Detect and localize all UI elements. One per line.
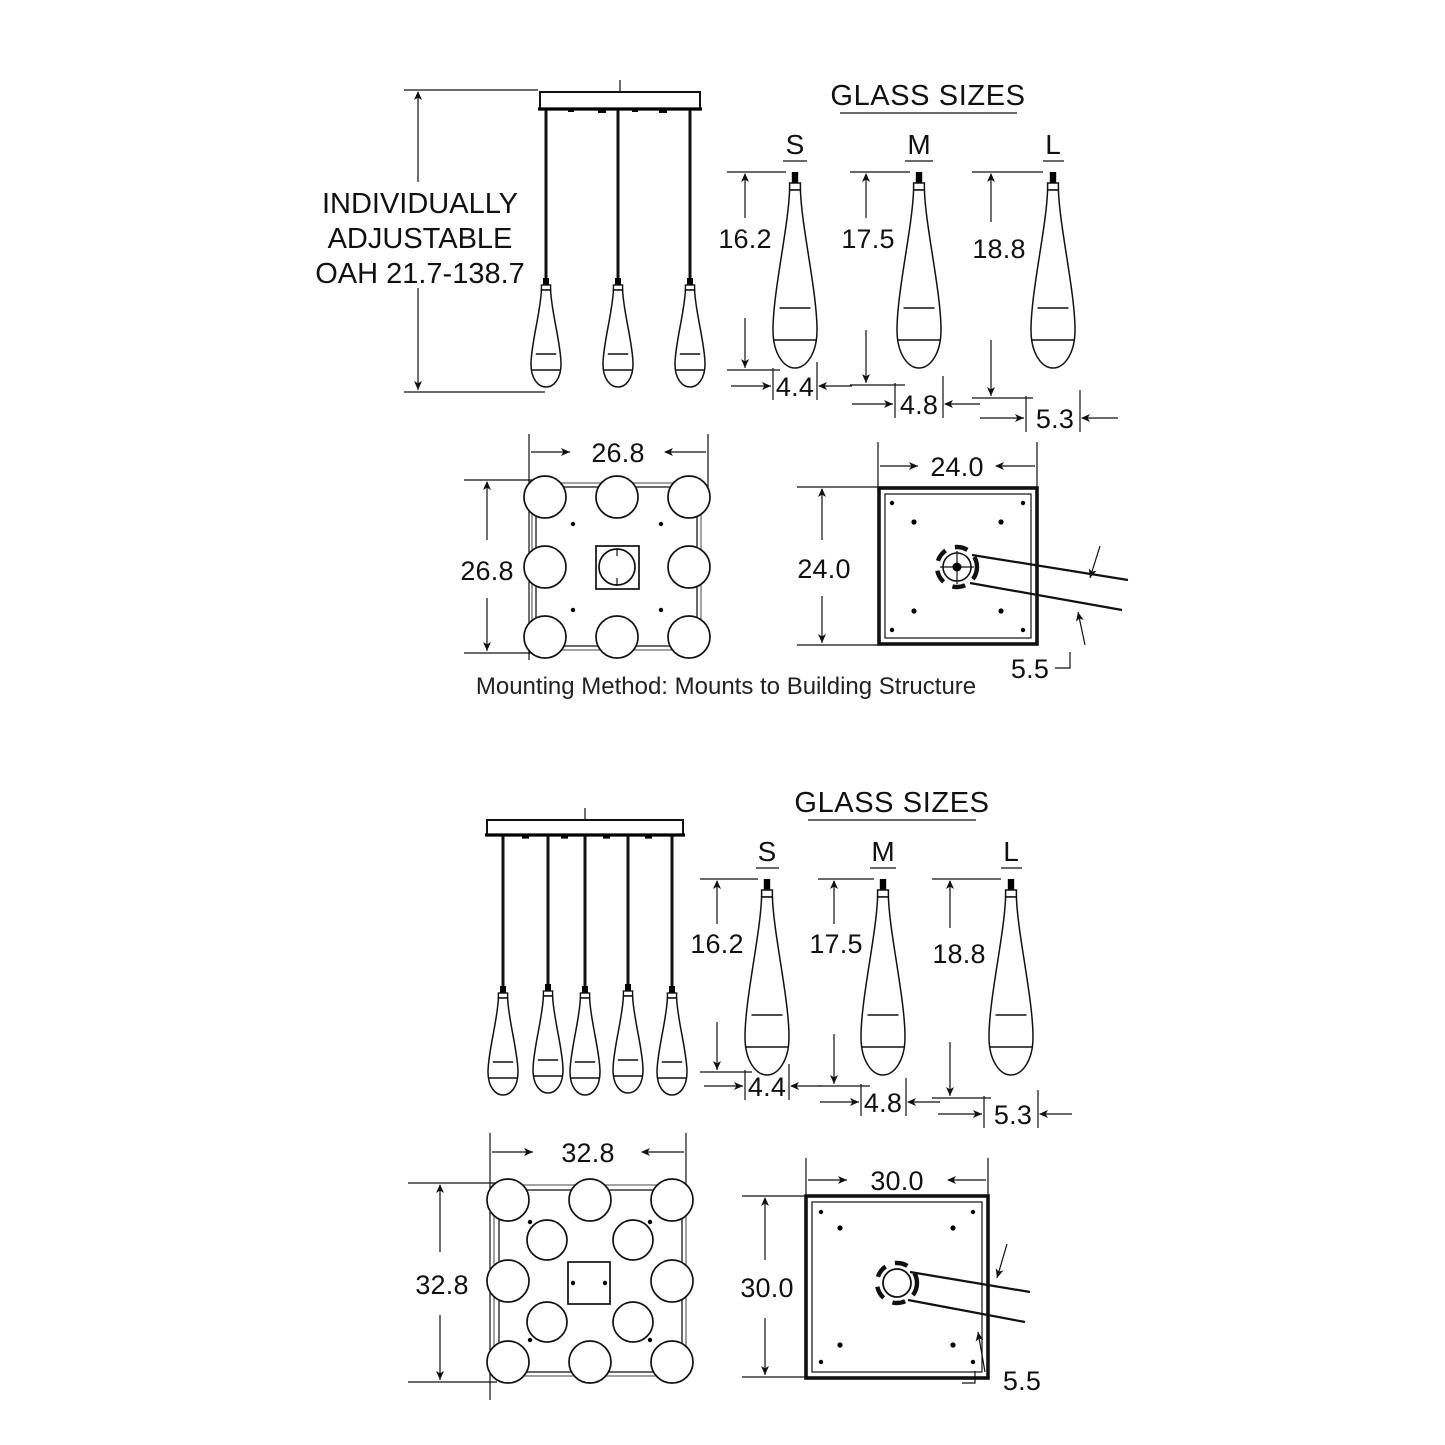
pendant-b2 — [532, 836, 564, 1094]
glass-width-m-top: 4.8 — [900, 390, 938, 420]
glass-label-s-bottom: S — [758, 836, 777, 867]
canopy-width-bottom: 32.8 — [561, 1138, 614, 1168]
glass-sizes-title-top: GLASS SIZES — [830, 80, 1025, 112]
mounting-plate-thickness-bottom: 5.5 — [1003, 1366, 1041, 1396]
canopy-plan-bottom: 32.8 32.8 — [408, 1133, 694, 1400]
pendant-elevation-3light — [530, 80, 706, 388]
glass-label-m-top: M — [907, 129, 930, 160]
mounting-hub-icon-bottom — [874, 1260, 920, 1306]
glass-height-l-bottom: 18.8 — [932, 939, 985, 969]
pendant-b5 — [656, 836, 688, 1096]
mounting-plate-bottom: 30.0 30.0 5 — [740, 1158, 1041, 1396]
pendant-b1 — [487, 836, 519, 1096]
mounting-plate-width-bottom: 30.0 — [870, 1166, 923, 1196]
glass-height-m-top: 17.5 — [841, 224, 894, 254]
canopy-height-top: 26.8 — [460, 556, 513, 586]
mounting-plate-top: 24.0 24.0 — [797, 442, 1129, 684]
canopy-width-top: 26.8 — [591, 438, 644, 468]
pendant-1 — [530, 110, 562, 388]
glass-label-l-bottom: L — [1003, 836, 1019, 867]
glass-sizes-title-bottom: GLASS SIZES — [794, 787, 989, 819]
section-bottom: GLASS SIZES S 16.2 4.4 M — [408, 787, 1072, 1400]
glass-width-s-top: 4.4 — [776, 372, 814, 402]
pendant-b3 — [569, 836, 601, 1096]
glass-detail-l-bottom: L 18.8 5.3 — [932, 836, 1072, 1130]
pendant-b4 — [612, 836, 644, 1094]
glass-detail-s-top: S 16.2 4.4 — [718, 129, 852, 402]
glass-width-s-bottom: 4.4 — [748, 1072, 786, 1102]
section-top: INDIVIDUALLY ADJUSTABLE OAH 21.7-138.7 — [315, 80, 1129, 700]
glass-width-l-bottom: 5.3 — [994, 1100, 1032, 1130]
oah-dimension — [404, 89, 545, 393]
glass-label-s-top: S — [786, 129, 805, 160]
mounting-plate-thickness-top: 5.5 — [1011, 654, 1049, 684]
mounting-plate-height-top: 24.0 — [797, 554, 850, 584]
mounting-hub-icon-top — [934, 544, 980, 590]
adjustable-note-line2: ADJUSTABLE — [328, 223, 513, 255]
glass-height-s-bottom: 16.2 — [690, 929, 743, 959]
glass-width-m-bottom: 4.8 — [864, 1088, 902, 1118]
glass-label-m-bottom: M — [871, 836, 894, 867]
glass-detail-l-top: L 18.8 5.3 — [972, 129, 1118, 434]
glass-detail-m-bottom: M 17.5 4.8 — [809, 836, 940, 1118]
canopy-plan-top: 26.8 26.8 — [460, 434, 711, 660]
glass-height-m-bottom: 17.5 — [809, 929, 862, 959]
mounting-plate-width-top: 24.0 — [930, 452, 983, 482]
glass-height-s-top: 16.2 — [718, 224, 771, 254]
mounting-plate-height-bottom: 30.0 — [740, 1273, 793, 1303]
pendant-elevation-5light — [485, 808, 688, 1096]
glass-detail-s-bottom: S 16.2 4.4 — [690, 836, 822, 1102]
glass-width-l-top: 5.3 — [1036, 404, 1074, 434]
glass-label-l-top: L — [1045, 129, 1061, 160]
glass-height-l-top: 18.8 — [972, 234, 1025, 264]
canopy-height-bottom: 32.8 — [415, 1270, 468, 1300]
pendant-2 — [602, 110, 634, 388]
glass-detail-m-top: M 17.5 4.8 — [841, 129, 980, 420]
mounting-method-note: Mounting Method: Mounts to Building Stru… — [476, 673, 976, 700]
pendant-3 — [674, 110, 706, 388]
adjustable-note-line3: OAH 21.7-138.7 — [315, 258, 525, 290]
adjustable-note-line1: INDIVIDUALLY — [322, 188, 518, 220]
